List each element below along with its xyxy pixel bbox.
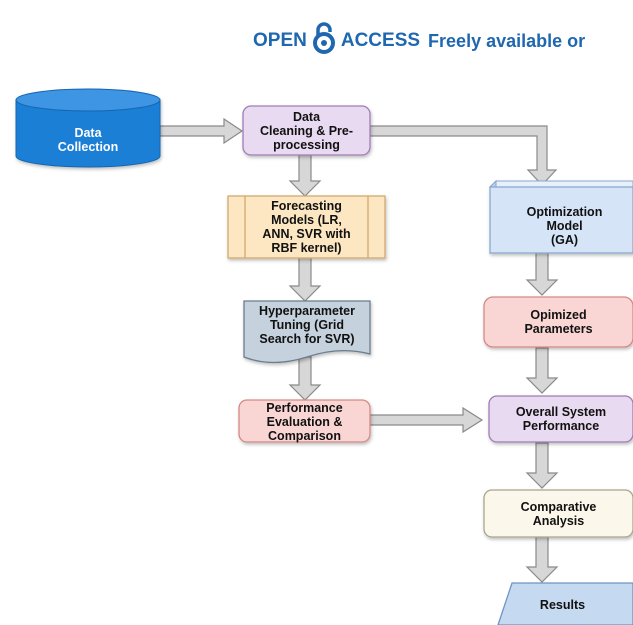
- arrow-parameters-to-overall: [525, 347, 559, 394]
- data-cleaning-box: [242, 105, 371, 156]
- data-collection-label: Data Collection: [57, 126, 119, 154]
- banner-freely-text: Freely available or: [428, 30, 586, 51]
- flowchart: Data Collection Data Cleaning & Pre- pro…: [0, 75, 633, 625]
- hyperparameter-tuning-document: [243, 300, 371, 364]
- flowchart-shapes: [15, 88, 633, 625]
- results-label: Results: [539, 598, 586, 612]
- overall-system-performance-box: [488, 395, 633, 443]
- open-access-banner: OPEN ACCESS Freely available or: [0, 0, 633, 75]
- banner-open-text: OPEN: [253, 30, 307, 51]
- optimized-parameters-label: Opimized Parameters: [524, 308, 593, 336]
- arrow-performance-to-overall: [369, 406, 484, 434]
- arrow-tuning-to-performance: [288, 356, 322, 401]
- forecasting-models-box: [227, 195, 386, 259]
- arrow-forecasting-to-tuning: [288, 257, 322, 302]
- hyperparameter-tuning-label: Hyperparameter Tuning (Grid Search for S…: [259, 304, 355, 346]
- arrow-cleaning-to-optimization: [369, 125, 558, 186]
- performance-evaluation-label: Performance Evaluation & Comparison: [266, 401, 343, 443]
- optimized-parameters-box: [483, 296, 633, 348]
- arrow-optimization-to-parameters: [525, 252, 559, 296]
- comparative-analysis-box: [483, 489, 633, 538]
- arrow-cleaning-to-forecasting: [288, 154, 322, 197]
- optimization-model-label: Optimization Model (GA): [526, 205, 603, 247]
- arrow-collection-to-cleaning: [159, 117, 244, 145]
- arrow-comparative-to-results: [525, 536, 559, 583]
- open-access-lock-icon: [311, 22, 337, 60]
- banner-text: OPEN ACCESS Freely available or: [253, 22, 585, 60]
- banner-access-text: ACCESS: [340, 30, 421, 51]
- comparative-analysis-label: Comparative Analysis: [520, 500, 597, 528]
- optimization-model-cube: [488, 179, 633, 255]
- data-collection-cylinder: [15, 88, 161, 168]
- results-trapezoid: [497, 582, 633, 625]
- data-cleaning-label: Data Cleaning & Pre- processing: [259, 110, 354, 152]
- forecasting-models-label: Forecasting Models (LR, ANN, SVR with RB…: [262, 199, 351, 255]
- arrow-overall-to-comparative: [525, 442, 559, 489]
- performance-evaluation-box: [238, 399, 371, 443]
- overall-system-performance-label: Overall System Performance: [515, 405, 607, 433]
